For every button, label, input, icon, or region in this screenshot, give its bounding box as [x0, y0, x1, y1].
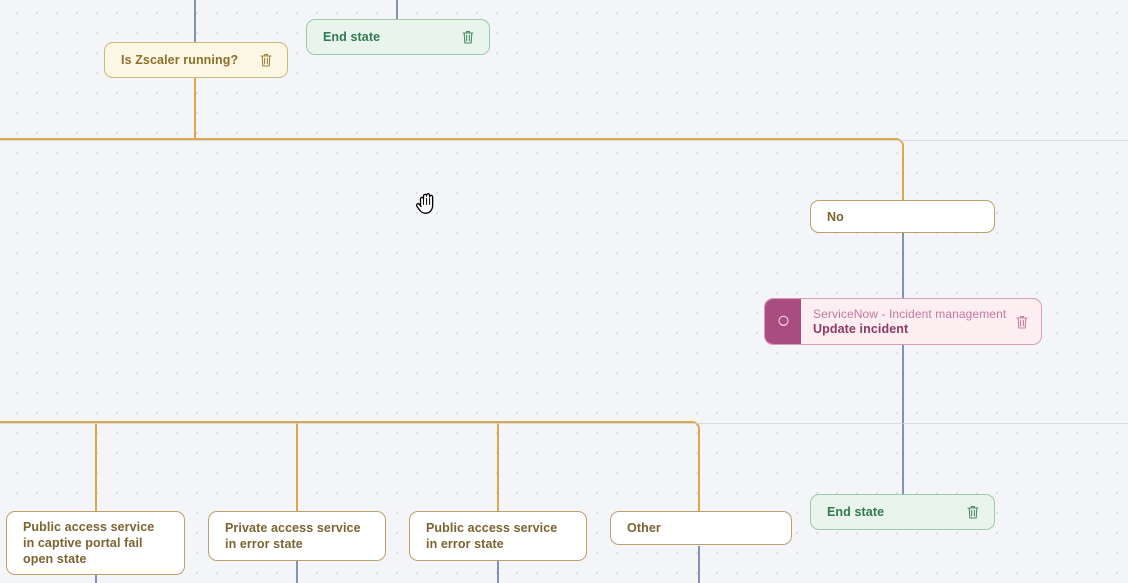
trash-icon[interactable] — [966, 504, 980, 520]
edge-captive-portal-down — [95, 575, 97, 583]
edge-bus-upper — [0, 138, 896, 140]
edge-other-down — [698, 546, 700, 583]
edge-no-to-servicenow — [902, 233, 904, 298]
node-subtitle: ServiceNow - Incident management — [813, 306, 1007, 321]
node-label: Public access service in captive portal … — [23, 520, 155, 566]
node-branch-private-error[interactable]: Private access service in error state — [208, 511, 386, 561]
edge-bus-lower — [0, 421, 692, 423]
node-text-group: ServiceNow - Incident management Update … — [801, 307, 1015, 337]
edge-public-error-down — [497, 561, 499, 583]
node-title: Update incident — [813, 321, 909, 336]
trash-icon[interactable] — [461, 29, 475, 45]
node-end-state-top[interactable]: End state — [306, 19, 490, 55]
node-branch-other[interactable]: Other — [610, 511, 792, 545]
edge-drop-private-error — [296, 423, 298, 511]
node-label: Other — [627, 521, 661, 535]
node-branch-no[interactable]: No — [810, 200, 995, 233]
node-branch-captive-portal[interactable]: Public access service in captive portal … — [6, 511, 185, 575]
edge-down-to-no — [902, 154, 904, 200]
node-is-zscaler-running[interactable]: Is Zscaler running? — [104, 42, 288, 78]
node-label: Private access service in error state — [225, 521, 361, 551]
trash-icon[interactable] — [1015, 314, 1029, 330]
edge-private-error-down — [296, 561, 298, 583]
edge-top-to-decision — [194, 0, 196, 45]
node-end-state-right[interactable]: End state — [810, 494, 995, 530]
node-label: No — [827, 209, 844, 224]
edge-corner-to-no — [886, 138, 904, 156]
edge-drop-public-error — [497, 423, 499, 511]
edge-drop-captive-portal — [95, 423, 97, 511]
node-label: Is Zscaler running? — [121, 53, 239, 67]
trash-icon[interactable] — [259, 52, 273, 68]
edge-servicenow-to-end-state — [902, 345, 904, 495]
node-label: Public access service in error state — [426, 521, 558, 551]
servicenow-icon — [765, 299, 801, 344]
edge-top-to-end-state — [396, 0, 398, 20]
edge-drop-other — [698, 437, 700, 511]
node-label: End state — [827, 505, 885, 519]
grab-hand-cursor — [415, 188, 441, 218]
node-branch-public-error[interactable]: Public access service in error state — [409, 511, 587, 561]
edge-decision-down — [194, 75, 196, 139]
canvas-divider-upper — [0, 140, 1128, 141]
edge-corner-to-other — [682, 421, 700, 439]
node-servicenow-update-incident[interactable]: ServiceNow - Incident management Update … — [764, 298, 1042, 345]
canvas-divider-lower — [0, 423, 1128, 424]
node-label: End state — [323, 30, 381, 44]
